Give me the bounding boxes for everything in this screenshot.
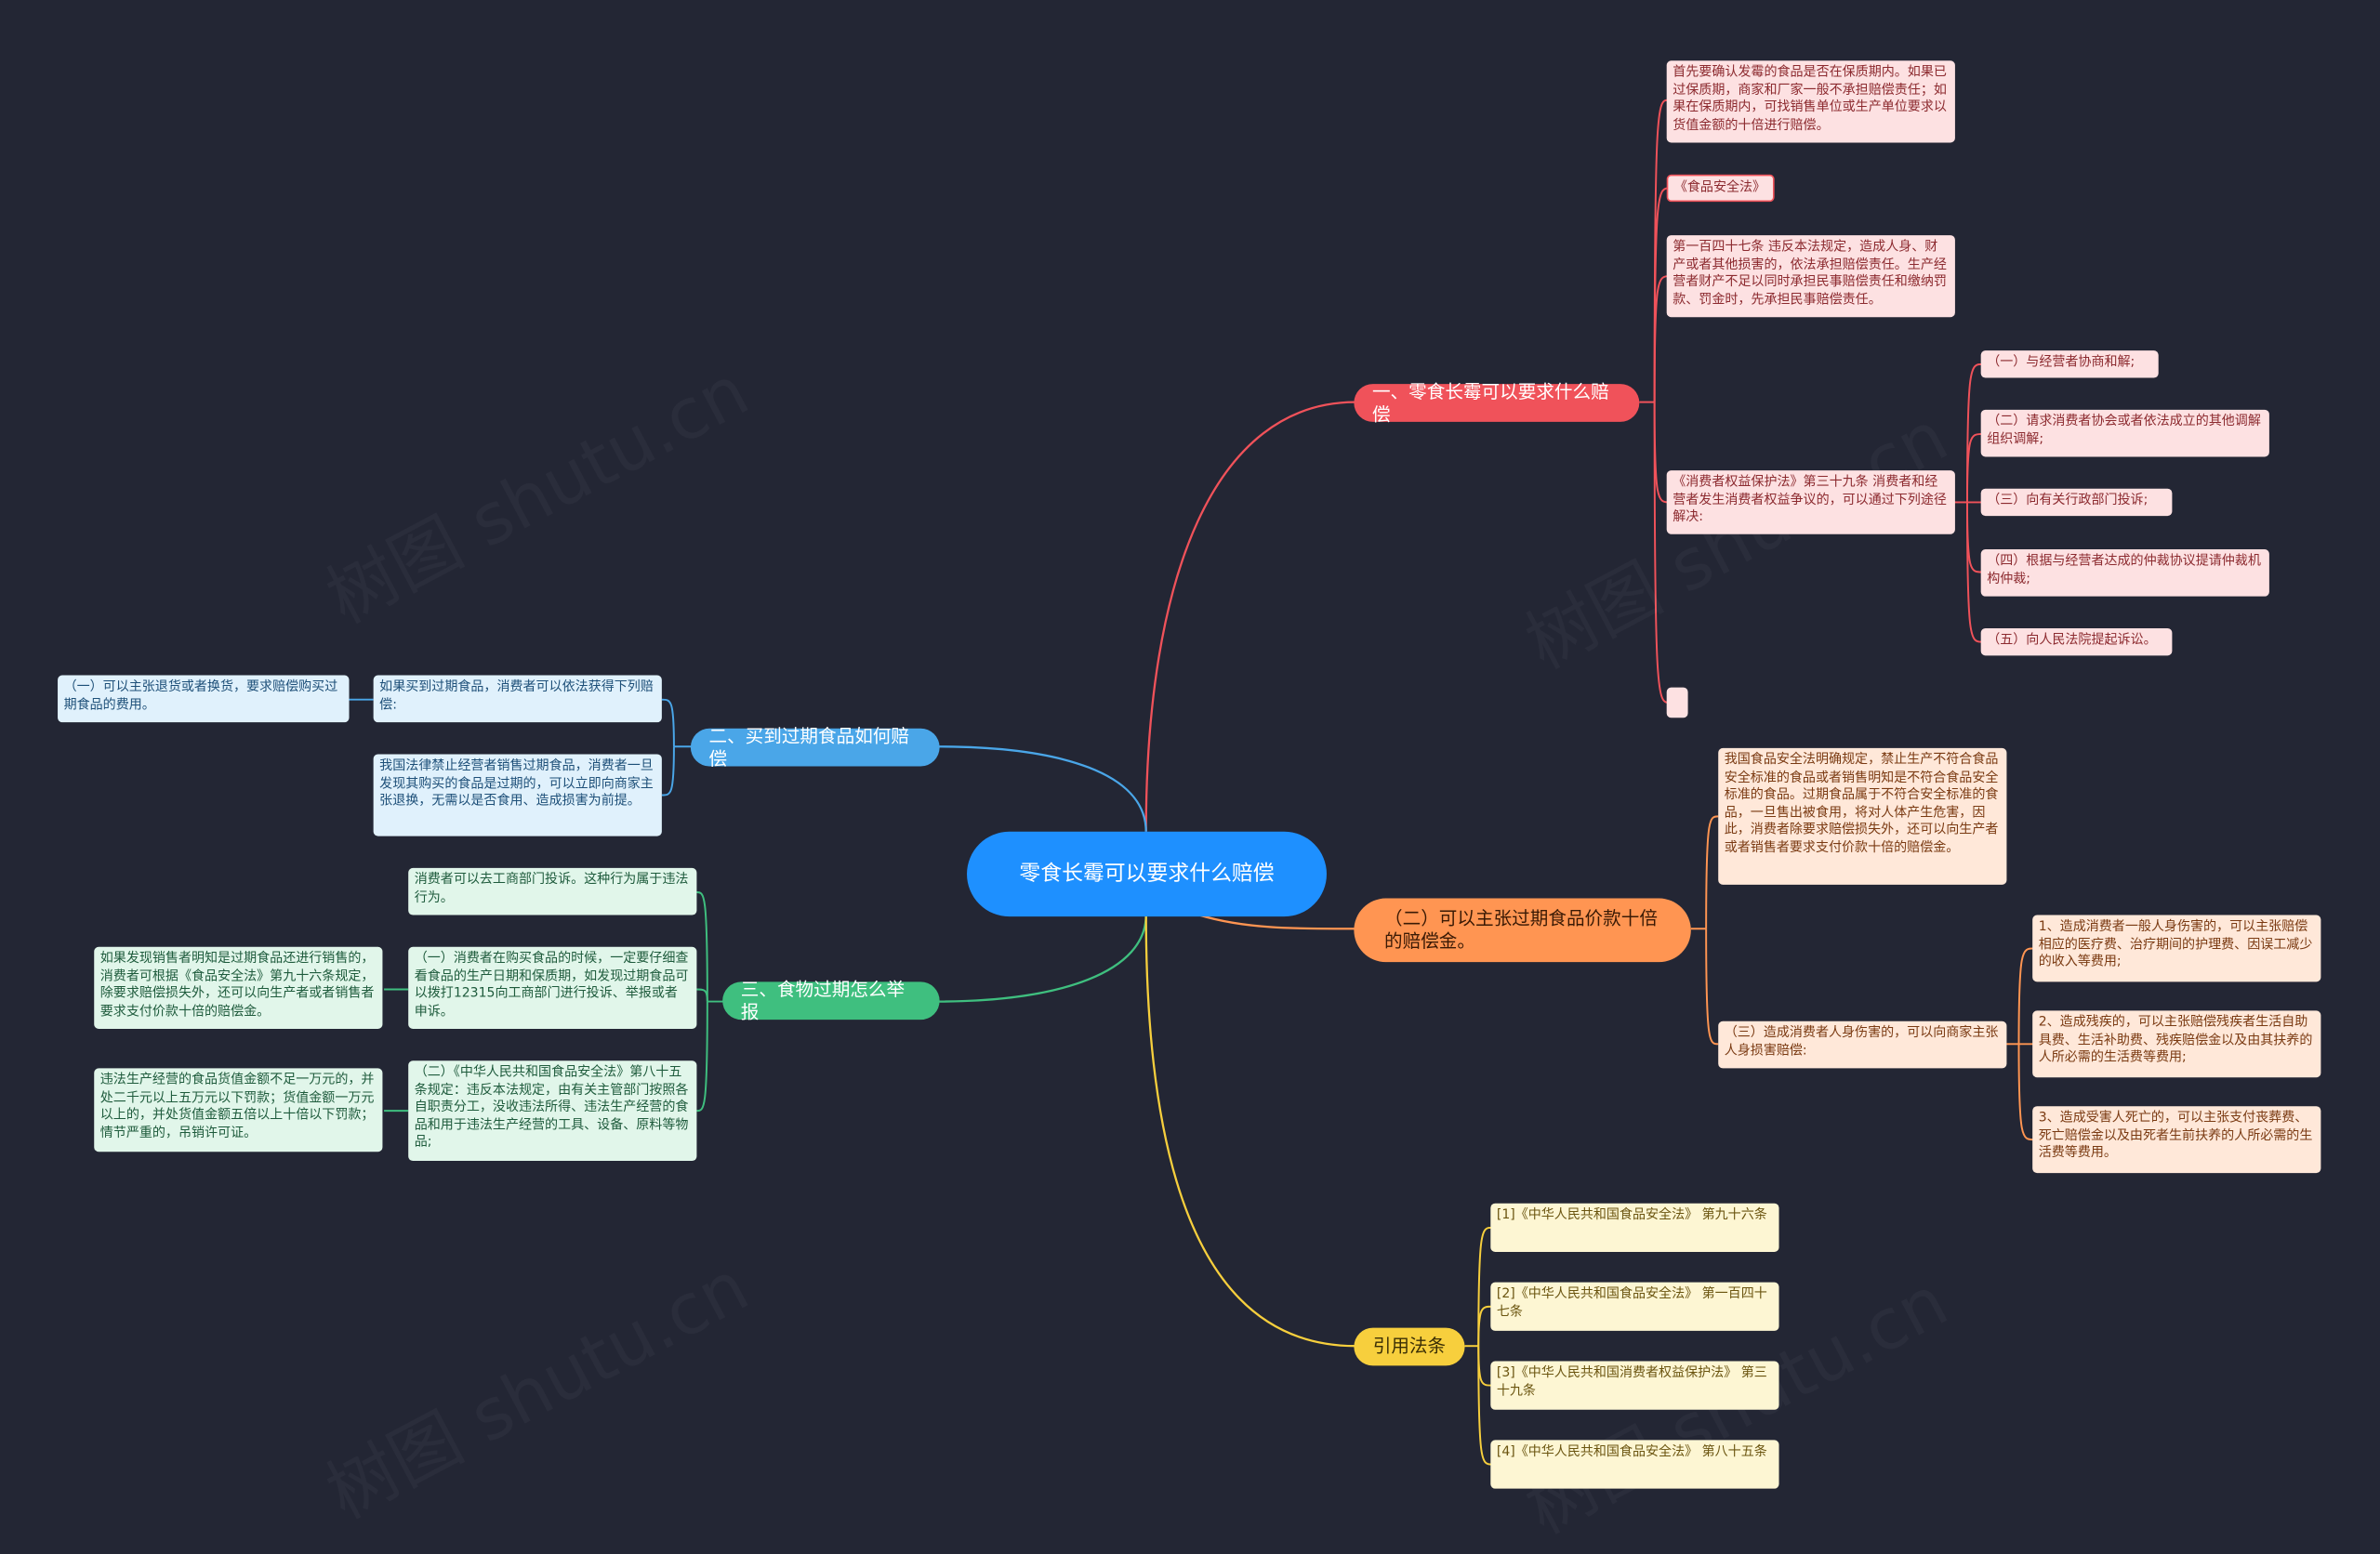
b3-item-3[interactable]: （二）《中华人民共和国食品安全法》第八十五条规定：违反本法规定，由有关主管部门按… <box>408 1060 697 1162</box>
b3-sub-1[interactable]: 如果发现销售者明知是过期食品还进行销售的，消费者可根据《食品安全法》第九十六条规… <box>94 946 383 1029</box>
link-root-b4 <box>1198 914 1356 930</box>
b1-item-5[interactable] <box>1666 687 1688 718</box>
b1-item-2[interactable]: 《食品安全法》 <box>1666 174 1775 203</box>
b3-item-1[interactable]: 消费者可以去工商部门投诉。这种行为属于违法行为。 <box>408 867 697 915</box>
branch-4-topic[interactable]: （二）可以主张过期食品价款十倍的赔偿金。 <box>1354 898 1691 963</box>
b5-item-3[interactable]: [3]《中华人民共和国消费者权益保护法》 第三十九条 <box>1490 1361 1779 1410</box>
b1-sub-1[interactable]: （一）与经营者协商和解; <box>1980 350 2159 378</box>
b1-item-3[interactable]: 第一百四十七条 违反本法规定，造成人身、财产或者其他损害的，依法承担赔偿责任。生… <box>1666 235 1955 318</box>
b5-item-2[interactable]: [2]《中华人民共和国食品安全法》 第一百四十七条 <box>1490 1282 1779 1331</box>
b1-sub-5[interactable]: （五）向人民法院提起诉讼。 <box>1980 627 2173 656</box>
branch-3-topic[interactable]: 三、食物过期怎么举报 <box>722 978 940 1022</box>
b2-item-1[interactable]: 如果买到过期食品，消费者可以依法获得下列赔偿: <box>373 675 662 723</box>
link-root-b3 <box>938 915 1147 1003</box>
branch-2-topic[interactable]: 二、买到过期食品如何赔偿 <box>690 725 940 769</box>
b1-item-1[interactable]: 首先要确认发霉的食品是否在保质期内。如果已过保质期，商家和厂家一般不承担赔偿责任… <box>1666 60 1955 143</box>
link-root-b1 <box>1144 401 1356 832</box>
link-root-b2 <box>938 745 1147 832</box>
b1-item-4[interactable]: 《消费者权益保护法》第三十九条 消费者和经营者发生消费者权益争议的，可以通过下列… <box>1666 470 1955 534</box>
b1-sub-4[interactable]: （四）根据与经营者达成的仲裁协议提请仲裁机构仲裁; <box>1980 549 2269 597</box>
link-root-b5 <box>1144 915 1356 1348</box>
b1-sub-2[interactable]: （二）请求消费者协会或者依法成立的其他调解组织调解; <box>1980 409 2269 457</box>
b4-item-1[interactable]: 我国食品安全法明确规定，禁止生产不符合食品安全标准的食品或者销售明知是不符合食品… <box>1718 747 2007 885</box>
b3-sub-2[interactable]: 违法生产经营的食品货值金额不足一万元的，并处二千元以上五万元以下罚款；货值金额一… <box>94 1068 383 1152</box>
b3-item-2[interactable]: （一）消费者在购买食品的时候，一定要仔细查看食品的生产日期和保质期，如发现过期食… <box>408 946 697 1029</box>
b4-item-2[interactable]: （三）造成消费者人身伤害的，可以向商家主张人身损害赔偿: <box>1718 1021 2007 1069</box>
b4-sub-1[interactable]: 1、造成消费者一般人身伤害的，可以主张赔偿相应的医疗费、治疗期间的护理费、因误工… <box>2032 915 2321 982</box>
branch-1-topic[interactable]: 一、零食长霉可以要求什么赔偿 <box>1354 380 1640 424</box>
b5-item-4[interactable]: [4]《中华人民共和国食品安全法》 第八十五条 <box>1490 1440 1779 1489</box>
b2-item-2[interactable]: 我国法律禁止经营者销售过期食品，消费者一旦发现其购买的食品是过期的，可以立即向商… <box>373 754 662 836</box>
root-topic[interactable]: 零食长霉可以要求什么赔偿 <box>967 831 1327 917</box>
b1-sub-3[interactable]: （三）向有关行政部门投诉; <box>1980 488 2173 517</box>
b2-sub-1[interactable]: （一）可以主张退货或者换货，要求赔偿购买过期食品的费用。 <box>58 675 350 723</box>
b5-item-1[interactable]: [1]《中华人民共和国食品安全法》 第九十六条 <box>1490 1203 1779 1252</box>
b4-sub-2[interactable]: 2、造成残疾的，可以主张赔偿残疾者生活自助具费、生活补助费、残疾赔偿金以及由其扶… <box>2032 1010 2321 1078</box>
branch-5-topic[interactable]: 引用法条 <box>1354 1327 1465 1366</box>
b4-sub-3[interactable]: 3、造成受害人死亡的，可以主张支付丧葬费、死亡赔偿金以及由死者生前扶养的人所必需… <box>2032 1106 2321 1174</box>
